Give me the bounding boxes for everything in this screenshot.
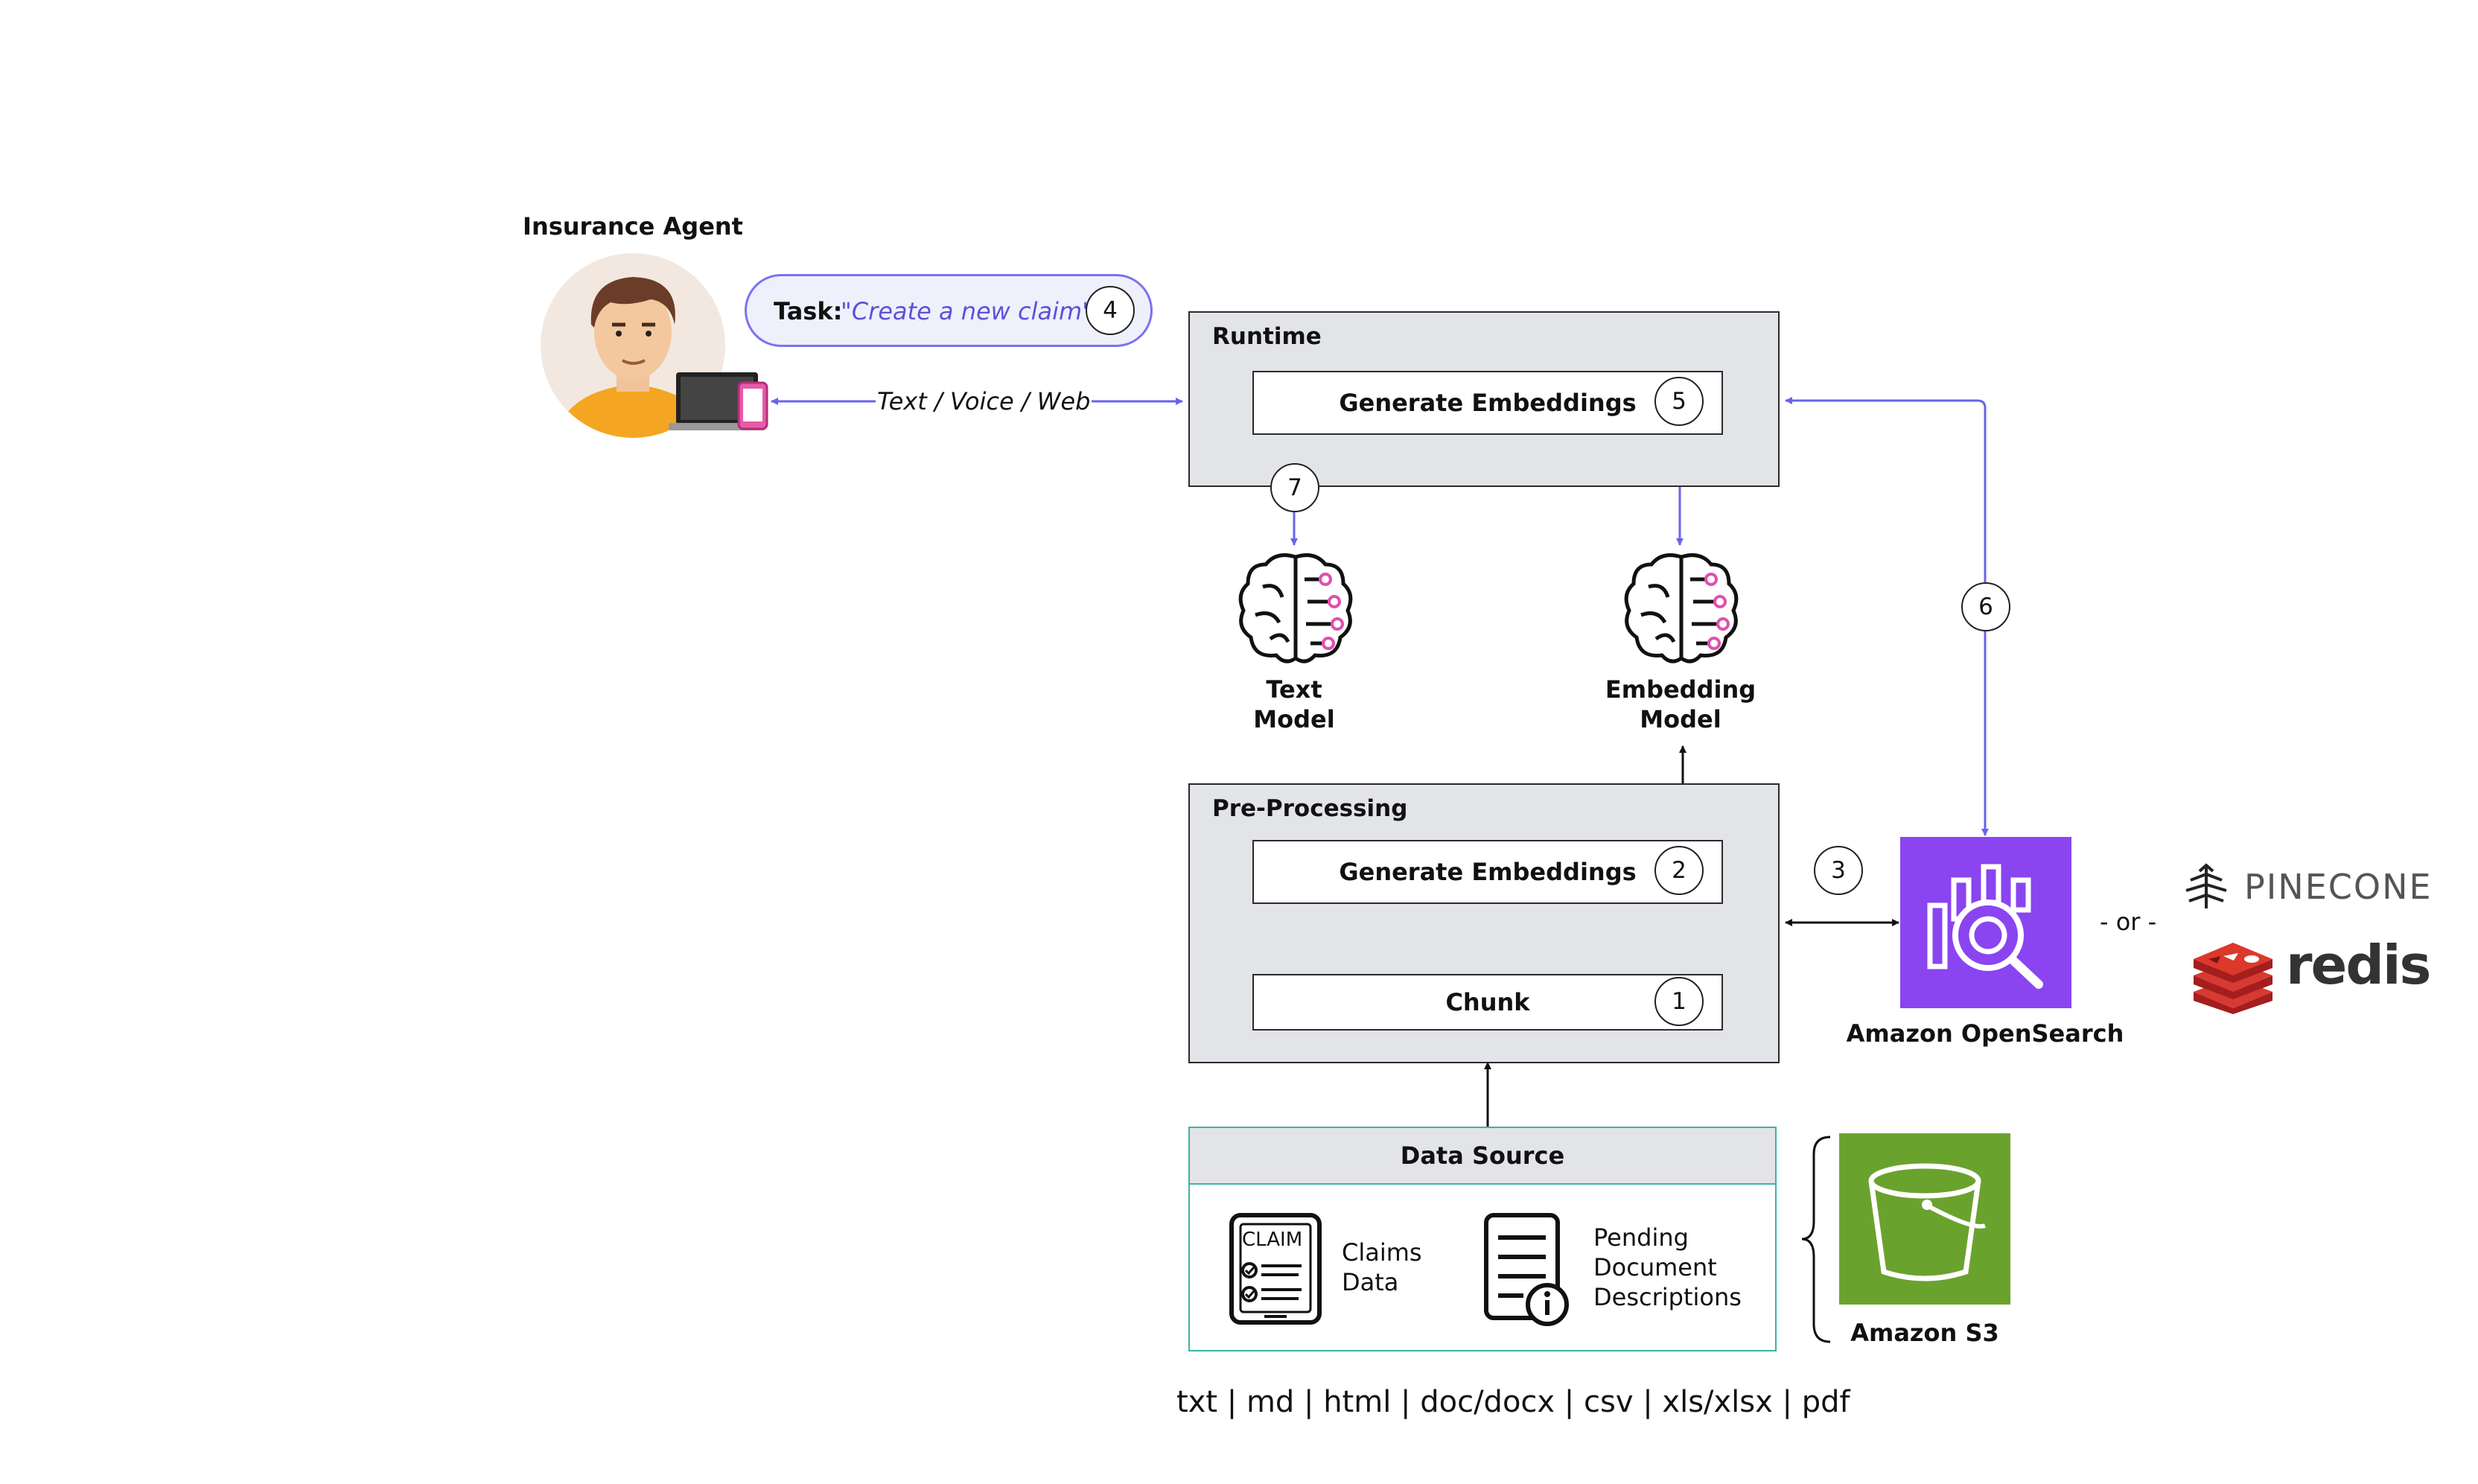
runtime-generate-embeddings: Generate Embeddings <box>1252 371 1723 435</box>
s3-brace <box>1801 1136 1831 1343</box>
agent-label: Insurance Agent <box>523 212 743 241</box>
task-text: "Create a new claim" <box>841 297 1093 325</box>
redis-logo-text: redis <box>2286 934 2431 996</box>
opensearch-icon <box>1900 837 2071 1008</box>
claims-line2: Data <box>1342 1268 1399 1296</box>
step-5-badge: 5 <box>1654 377 1704 426</box>
claim-icon-text: CLAIM <box>1242 1229 1303 1251</box>
preproc-generate-label: Generate Embeddings <box>1339 858 1637 886</box>
or-label: - or - <box>2100 908 2157 936</box>
runtime-title: Runtime <box>1212 323 1322 350</box>
pending-docs-label: Pending Document Descriptions <box>1593 1223 1742 1312</box>
s3-bucket-icon <box>1839 1133 2010 1305</box>
embedding-model-label: Embedding Model <box>1583 675 1778 734</box>
embedding-model-brain-icon <box>1619 550 1744 666</box>
step-4-badge: 4 <box>1086 286 1135 335</box>
task-pill: Task: "Create a new claim" <box>745 274 1153 347</box>
pending-line1: Pending <box>1593 1223 1689 1252</box>
opensearch-runtime-arrow <box>1785 397 1989 836</box>
preproc-generate-embeddings: Generate Embeddings <box>1252 840 1723 904</box>
opensearch-label: Amazon OpenSearch <box>1846 1019 2124 1048</box>
pending-line2: Document <box>1593 1253 1717 1281</box>
runtime-generate-label: Generate Embeddings <box>1339 389 1637 417</box>
chunk-box: Chunk <box>1252 974 1723 1031</box>
redis-icon <box>2189 938 2277 1014</box>
task-prefix: Task: <box>774 297 843 325</box>
text-model-line2: Model <box>1253 705 1335 733</box>
chunk-label: Chunk <box>1445 988 1530 1016</box>
channel-label: Text / Voice / Web <box>876 386 1092 416</box>
claim-form-icon <box>1227 1211 1324 1328</box>
data-source-title: Data Source <box>1190 1128 1775 1185</box>
step-1-badge: 1 <box>1654 977 1704 1026</box>
claims-data-label: Claims Data <box>1342 1238 1422 1297</box>
preprocessing-title: Pre-Processing <box>1212 795 1408 822</box>
file-types-list: txt | md | html | doc/docx | csv | xls/x… <box>1176 1385 1850 1419</box>
text-model-brain-icon <box>1233 550 1358 666</box>
text-model-label: Text Model <box>1220 675 1369 734</box>
pinecone-logo-text: PINECONE <box>2244 867 2433 907</box>
step-2-badge: 2 <box>1654 846 1704 895</box>
text-model-line1: Text <box>1266 675 1322 704</box>
pending-line3: Descriptions <box>1593 1283 1742 1311</box>
step-3-badge: 3 <box>1814 846 1863 895</box>
claims-line1: Claims <box>1342 1238 1422 1267</box>
step-7-badge: 7 <box>1270 463 1319 512</box>
s3-label: Amazon S3 <box>1850 1319 1999 1347</box>
embedding-model-line1: Embedding <box>1605 675 1756 704</box>
pinecone-icon <box>2180 861 2232 913</box>
document-info-icon <box>1482 1211 1571 1328</box>
step-6-badge: 6 <box>1961 582 2010 631</box>
embedding-model-line2: Model <box>1640 705 1721 733</box>
agent-avatar <box>539 250 777 444</box>
